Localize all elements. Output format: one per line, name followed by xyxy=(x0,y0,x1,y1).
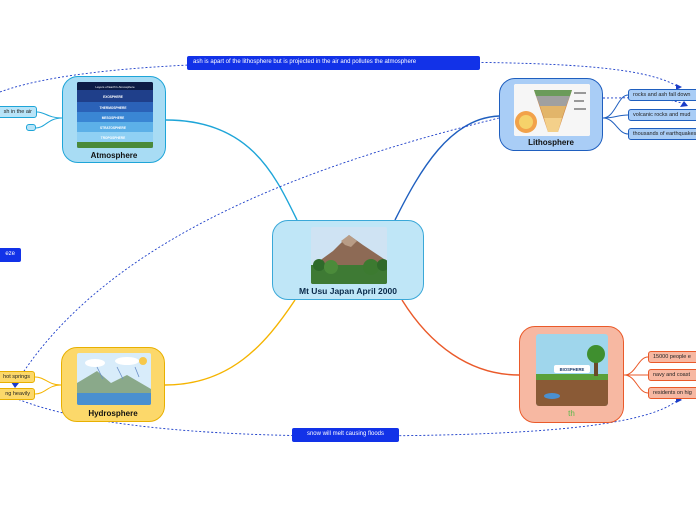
biosphere-diagram-label: BIOSPHERE xyxy=(560,367,585,372)
hydrosphere-node[interactable]: Hydrosphere xyxy=(61,347,165,422)
lithosphere-leaf[interactable]: volcanic rocks and mud xyxy=(628,109,696,121)
atmosphere-node[interactable]: Layers of Earth's Atmosphere EXOSPHERE T… xyxy=(62,76,166,163)
lithosphere-node[interactable]: Lithosphere xyxy=(499,78,603,151)
connector-hydrosphere xyxy=(164,299,296,386)
hydrosphere-title: Hydrosphere xyxy=(88,409,138,418)
lithosphere-leaf[interactable]: thousands of earthquakes xyxy=(628,128,696,140)
relationship-note-left[interactable]: eze xyxy=(0,248,21,262)
connector-atmosphere xyxy=(165,119,298,221)
atmosphere-layers-diagram: Layers of Earth's Atmosphere EXOSPHERE T… xyxy=(77,82,153,148)
hydrosphere-leaf[interactable]: ng heavily xyxy=(0,388,35,400)
atmosphere-layer-label: STRATOSPHERE xyxy=(100,126,126,130)
atmosphere-layer-label: MESOSPHERE xyxy=(102,116,125,120)
hydrosphere-leaf[interactable]: hot springs xyxy=(0,371,35,383)
central-topic-title: Mt Usu Japan April 2000 xyxy=(299,286,397,296)
lithosphere-leaf[interactable]: rocks and ash fall down xyxy=(628,89,696,101)
biosphere-leaf[interactable]: navy and coast xyxy=(648,369,696,381)
lithosphere-title: Lithosphere xyxy=(528,138,574,147)
central-topic-node[interactable]: Mt Usu Japan April 2000 xyxy=(272,220,424,300)
atmosphere-layer-label: THERMOSPHERE xyxy=(100,106,127,110)
atmosphere-layer-label: EXOSPHERE xyxy=(103,95,123,99)
earth-layers-diagram xyxy=(514,84,590,136)
connector-biosphere xyxy=(401,299,520,376)
water-cycle-diagram xyxy=(77,353,151,405)
atmosphere-leaf[interactable]: sh in the air xyxy=(0,106,37,118)
biosphere-node[interactable]: BIOSPHERE th xyxy=(519,326,624,423)
biosphere-leaf[interactable]: residents on hig xyxy=(648,387,696,399)
atmosphere-diagram-title: Layers of Earth's Atmosphere xyxy=(95,85,135,89)
biosphere-leaf[interactable]: 15000 people e xyxy=(648,351,696,363)
atmosphere-layer-label: TROPOSPHERE xyxy=(101,136,125,140)
relationship-note-top[interactable]: ash is apart of the lithosphere but is p… xyxy=(187,56,480,70)
atmosphere-leaf-empty[interactable] xyxy=(26,124,36,131)
relationship-left xyxy=(14,117,500,386)
connector-lithosphere xyxy=(394,115,500,221)
relationship-note-bottom[interactable]: snow will melt causing floods xyxy=(292,428,399,442)
biosphere-title: th xyxy=(568,409,575,418)
mountain-photo xyxy=(311,227,387,284)
biosphere-diagram: BIOSPHERE xyxy=(536,334,608,406)
atmosphere-title: Atmosphere xyxy=(90,151,138,160)
